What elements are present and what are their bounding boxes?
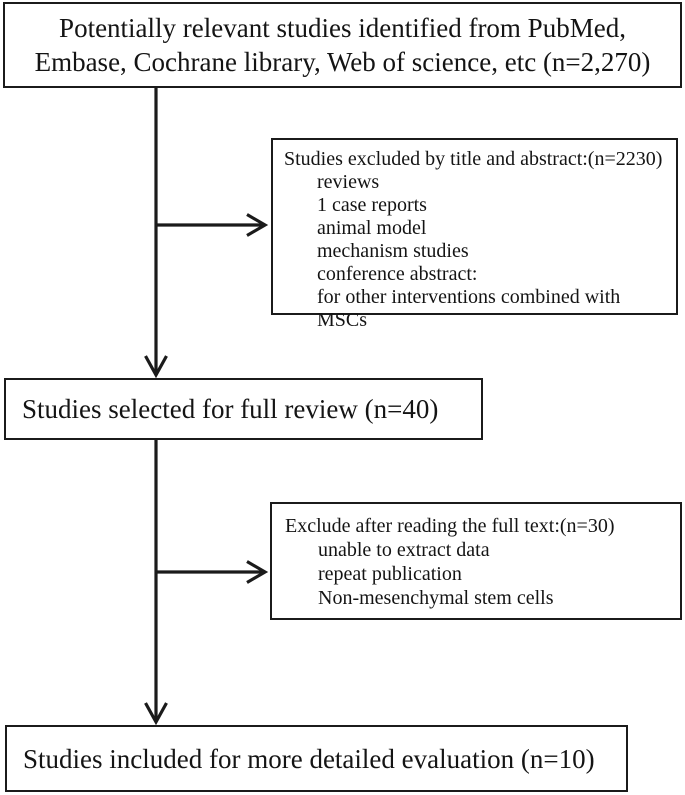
box-identified-studies: Potentially relevant studies identified …	[3, 2, 682, 88]
exclusion-reason: animal model	[317, 217, 427, 239]
exclusion-reason: Non-mesenchymal stem cells	[318, 587, 554, 609]
arrow-head-down-2	[144, 702, 168, 726]
arrow-head-right-2	[246, 560, 269, 584]
arrow-to-title-abstract-exclusion	[156, 213, 269, 237]
exclusion-reason: conference abstract:	[317, 263, 478, 285]
arrow-head-down-1	[144, 355, 168, 379]
exclusion-reason: mechanism studies	[317, 240, 469, 262]
exclusion-reason: repeat publication	[318, 563, 462, 585]
exclusion-reason: 1 case reports	[317, 194, 427, 216]
box-full-review: Studies selected for full review (n=40)	[4, 378, 483, 440]
box-excluded-title-abstract: Studies excluded by title and abstract:(…	[271, 138, 678, 331]
box-full-review-text: Studies selected for full review (n=40)	[22, 394, 439, 424]
box-excluded-full-text: Exclude after reading the full text:(n=3…	[270, 502, 682, 620]
excluded-title-abstract-heading: Studies excluded by title and abstract:(…	[284, 148, 663, 170]
box-identified-studies-text: Potentially relevant studies identified …	[34, 13, 651, 77]
exclusion-reason: for other interventions combined with MS…	[317, 286, 621, 331]
arrow-to-full-text-exclusion	[156, 560, 269, 584]
arrow-identified-to-full-review	[144, 87, 168, 379]
arrow-full-review-to-included	[144, 439, 168, 726]
arrow-head-right-1	[246, 213, 269, 237]
exclusion-reason: reviews	[317, 171, 380, 193]
excluded-full-text-heading: Exclude after reading the full text:(n=3…	[285, 515, 615, 537]
box-included-studies-text: Studies included for more detailed evalu…	[23, 743, 595, 774]
exclusion-reason: unable to extract data	[318, 539, 490, 561]
box-included-studies: Studies included for more detailed evalu…	[5, 725, 628, 792]
